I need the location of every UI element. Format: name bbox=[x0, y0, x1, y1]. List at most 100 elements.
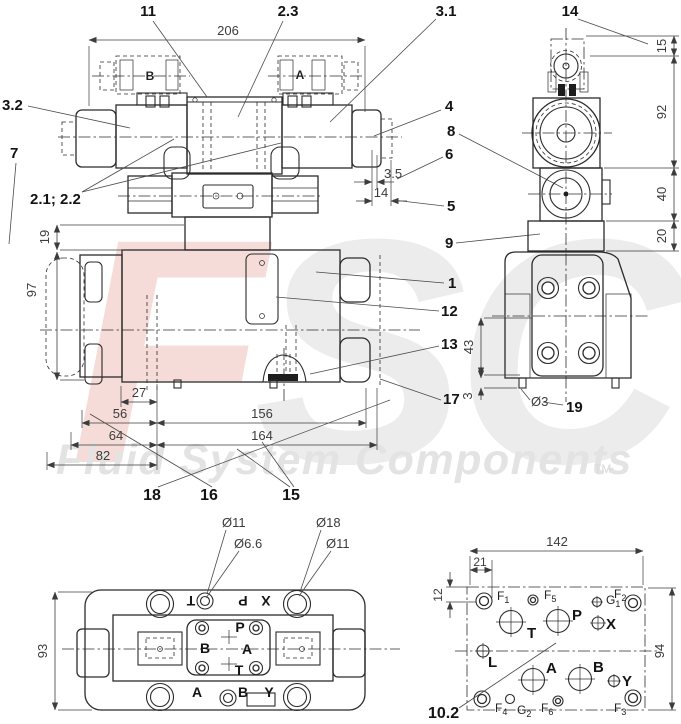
hole-callouts: Ø11 Ø6.6 Ø18 Ø11 bbox=[205, 515, 350, 599]
port-p-label: P bbox=[572, 607, 582, 624]
callout-8: 8 bbox=[447, 123, 455, 140]
front-view: B A bbox=[2, 3, 564, 504]
watermark-text: Fluid System Components bbox=[56, 436, 633, 484]
svg-text:F2: F2 bbox=[614, 587, 626, 603]
dim-164-text: 164 bbox=[251, 428, 273, 443]
port-f4-label: F bbox=[495, 701, 502, 715]
side-dims-left: 43 3 Ø3 19 bbox=[460, 317, 583, 416]
dim-94: 94 bbox=[648, 587, 676, 711]
mounting-flange bbox=[84, 589, 366, 711]
bottom-view: B A P T T P X A B Y 93 Ø11 Ø6.6 Ø18 Ø11 bbox=[35, 515, 400, 712]
svg-text:F1: F1 bbox=[497, 589, 509, 605]
dim-142-text: 142 bbox=[546, 534, 568, 549]
dim-156-text: 156 bbox=[251, 406, 273, 421]
port-g1: G1 bbox=[591, 593, 620, 609]
dim-19: 19 bbox=[37, 224, 184, 251]
port-f1-label: F bbox=[497, 589, 504, 603]
dim-12: 12 bbox=[431, 572, 476, 618]
port-f2-label: F bbox=[614, 587, 621, 601]
port-x: X bbox=[590, 615, 616, 633]
port-letter-t-rotated: T bbox=[186, 593, 195, 609]
svg-text:F5: F5 bbox=[544, 588, 556, 604]
port-l: L bbox=[475, 643, 497, 671]
bottom-boss bbox=[262, 354, 307, 383]
callout-3-1: 3.1 bbox=[436, 3, 457, 20]
port-g2-sub: 2 bbox=[526, 709, 531, 719]
port-f5-sub: 5 bbox=[551, 594, 556, 604]
port-f2: F2 bbox=[614, 587, 642, 612]
callout-5: 5 bbox=[447, 198, 455, 215]
svg-text:F6: F6 bbox=[541, 701, 553, 717]
dim-92-text: 92 bbox=[654, 105, 669, 119]
port-letter-p-rotated: P bbox=[238, 593, 247, 609]
port-f5: F5 bbox=[527, 588, 556, 606]
dim-93: 93 bbox=[35, 591, 92, 711]
dim-56-text: 56 bbox=[113, 406, 127, 421]
dim-40-text: 40 bbox=[654, 187, 669, 201]
port-letter-b: B bbox=[200, 640, 210, 656]
port-letter-t: T bbox=[235, 662, 244, 678]
port-letter-a: A bbox=[242, 641, 252, 657]
svg-text:F3: F3 bbox=[614, 701, 626, 717]
port-letter-b2: B bbox=[238, 684, 248, 700]
pilot-subplate bbox=[127, 172, 319, 251]
callout-19: 19 bbox=[566, 399, 583, 416]
coil-letter-b: B bbox=[146, 69, 155, 83]
svg-text:G2: G2 bbox=[517, 703, 531, 719]
svg-text:G1: G1 bbox=[606, 593, 620, 609]
port-f1: F1 bbox=[475, 589, 509, 610]
socket-screw bbox=[536, 341, 560, 365]
dim-94-text: 94 bbox=[652, 644, 667, 658]
callout-2-1-2-2: 2.1; 2.2 bbox=[30, 191, 81, 208]
bottom-body bbox=[76, 614, 366, 682]
side-solenoid bbox=[527, 97, 611, 252]
port-a: A bbox=[518, 660, 557, 695]
connector-symbol-left: B bbox=[99, 55, 181, 108]
dim-206: 206 bbox=[88, 23, 366, 112]
callout-16: 16 bbox=[200, 487, 218, 504]
port-x-label: X bbox=[606, 616, 616, 633]
port-l-label: L bbox=[488, 654, 497, 671]
socket-screw bbox=[536, 276, 560, 300]
callout-14-group: 14 bbox=[562, 3, 649, 45]
port-a-label: A bbox=[546, 660, 557, 677]
gasket-screws bbox=[194, 620, 264, 676]
port-b-label: B bbox=[593, 659, 604, 676]
port-g1-label: G bbox=[606, 593, 615, 607]
callout-15: 15 bbox=[282, 487, 300, 504]
coil-letter-a: A bbox=[296, 68, 305, 82]
socket-screw bbox=[577, 276, 601, 300]
dia11-inner-label: Ø11 bbox=[326, 536, 350, 551]
dim-97-text: 97 bbox=[24, 283, 39, 297]
dia11-outer-label: Ø11 bbox=[222, 515, 246, 530]
dim-dia3-text: Ø3 bbox=[531, 394, 548, 409]
callout-2-3: 2.3 bbox=[278, 3, 299, 20]
port-g1-sub: 1 bbox=[615, 599, 620, 609]
dim-3-text: 3 bbox=[460, 392, 475, 399]
pilot-valve-assembly bbox=[61, 92, 393, 180]
connector-symbol-right: A bbox=[277, 55, 359, 108]
port-letter-y: Y bbox=[264, 684, 274, 700]
callout-9: 9 bbox=[445, 235, 453, 252]
dim-97: 97 bbox=[24, 251, 84, 381]
bottom-port-letters: B A P T T P X A B Y bbox=[186, 593, 274, 700]
port-letter-x-rotated: X bbox=[261, 593, 271, 609]
port-t-label: T bbox=[527, 625, 536, 642]
callout-18: 18 bbox=[143, 487, 161, 504]
callout-12: 12 bbox=[441, 303, 458, 320]
side-subplate bbox=[527, 220, 605, 252]
svg-text:F4: F4 bbox=[495, 701, 507, 717]
port-f3-sub: 3 bbox=[621, 707, 626, 717]
side-main-body bbox=[504, 251, 632, 389]
callout-10-2-group: 10.2 bbox=[428, 642, 557, 722]
dim-93-text: 93 bbox=[35, 644, 50, 658]
port-f6-sub: 6 bbox=[548, 707, 553, 717]
front-callouts: 11 2.3 3.1 3.2 7 2.1; 2.2 4 8 6 5 9 1 bbox=[2, 3, 564, 504]
dim-bottom-chain: 27 56 156 64 164 82 bbox=[46, 384, 378, 470]
port-f1-sub: 1 bbox=[504, 595, 509, 605]
dia6-6-label: Ø6.6 bbox=[234, 536, 262, 551]
port-b: B bbox=[565, 659, 604, 694]
callout-17: 17 bbox=[443, 391, 460, 408]
